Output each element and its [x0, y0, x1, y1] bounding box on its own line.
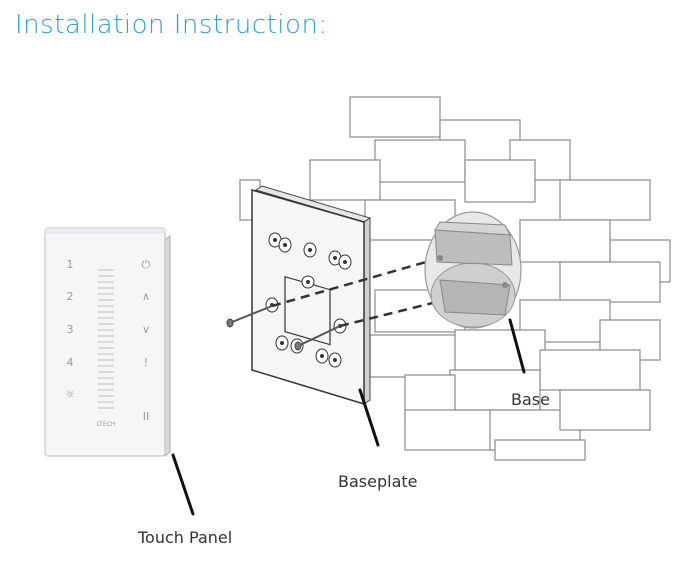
base-box	[424, 211, 522, 329]
leader-lines	[171, 318, 526, 516]
zone-2-button: 2	[67, 290, 74, 303]
down-icon: ∨	[142, 323, 150, 336]
zone-1-button: 1	[67, 258, 74, 271]
screws	[226, 305, 341, 351]
baseplate-label: Baseplate	[338, 472, 418, 491]
scene-icon: ☼	[65, 388, 75, 401]
up-icon: ∧	[142, 290, 150, 303]
dimmer-slider	[98, 269, 114, 409]
brand-logo: LTECH	[97, 421, 116, 428]
brick-wall	[239, 96, 671, 461]
zone-4-button: 4	[67, 356, 74, 369]
baseplate	[251, 185, 372, 406]
pause-icon: II	[143, 410, 150, 423]
touch-panel: 1 2 3 4 ☼ ⏻ ∧ ∨ ! II LTECH	[44, 227, 171, 458]
power-icon: ⏻	[142, 258, 151, 271]
base-label: Base	[511, 390, 550, 409]
page-title: Installation Instruction:	[15, 10, 328, 40]
zone-3-button: 3	[67, 323, 74, 336]
alert-icon: !	[144, 356, 148, 369]
touch-panel-label: Touch Panel	[138, 528, 233, 547]
